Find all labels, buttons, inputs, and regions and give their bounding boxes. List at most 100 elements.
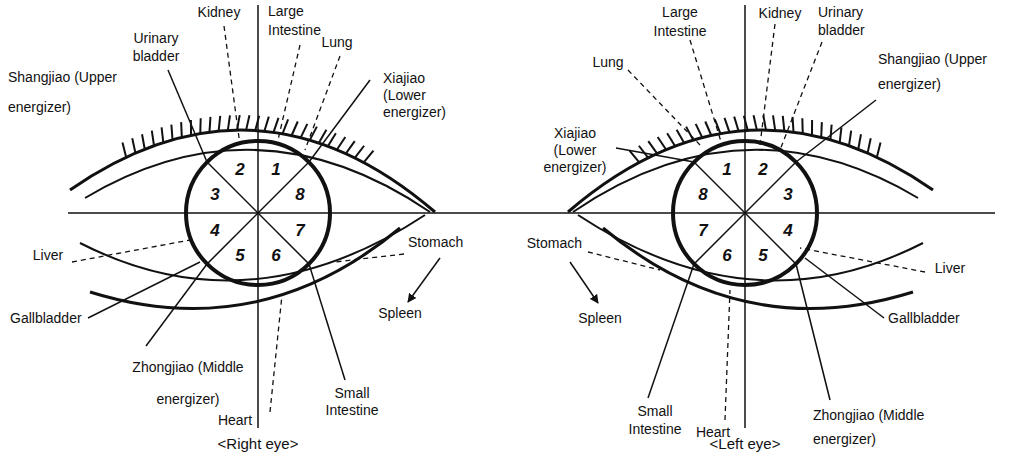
leader-line xyxy=(805,258,884,318)
eyelash xyxy=(364,151,374,163)
leader-lines xyxy=(88,70,884,400)
dashed-leader xyxy=(588,252,660,270)
sector-number: 5 xyxy=(235,247,244,265)
eyelash xyxy=(273,118,278,132)
sector-number: 4 xyxy=(210,222,219,240)
eyelash xyxy=(246,115,249,130)
iris-circle xyxy=(186,141,330,285)
eye-caption: <Left eye> xyxy=(710,435,781,452)
eyelash xyxy=(292,121,298,135)
sector-number: 7 xyxy=(295,222,304,240)
eyelash xyxy=(219,116,221,131)
dashed-leader xyxy=(628,70,700,145)
dashed-leader xyxy=(760,24,775,145)
dashed-leader xyxy=(335,254,404,262)
horizontal-axis xyxy=(68,212,995,214)
organ-label: Lung xyxy=(592,54,623,71)
sector-line xyxy=(207,162,309,264)
eyelid-crease xyxy=(85,150,430,212)
organ-label: Gallbladder xyxy=(10,310,82,327)
sector-number: 5 xyxy=(758,247,767,265)
sector-number: 2 xyxy=(235,161,244,179)
organ-label: Urinary bladder xyxy=(818,3,880,39)
organ-label: Stomach xyxy=(408,234,463,251)
sector-number: 6 xyxy=(722,247,731,265)
organ-label: Kidney xyxy=(198,4,241,21)
eye-outline xyxy=(70,115,435,308)
organ-label: Urinary bladder xyxy=(125,29,187,65)
sector-number: 8 xyxy=(698,186,707,204)
eyelash xyxy=(162,127,164,142)
dashed-leader xyxy=(725,290,730,420)
vertical-axis xyxy=(744,5,746,428)
organ-label: Kidney xyxy=(759,5,802,22)
leader-line xyxy=(309,264,345,380)
leader-line xyxy=(88,262,200,318)
organ-label: Xiajiao (Lower energizer) xyxy=(383,70,453,121)
eyelash xyxy=(199,118,201,133)
organ-label: Gallbladder xyxy=(888,310,960,327)
eyelash xyxy=(337,137,346,150)
organ-label: Shangjiao (Upper energizer) xyxy=(8,62,133,122)
organ-label: Shangjiao (Upper energizer) xyxy=(878,47,1002,97)
eye-caption: <Right eye> xyxy=(218,435,299,452)
eyelash xyxy=(171,125,172,140)
pointer-arrow xyxy=(570,262,598,303)
eyelash xyxy=(264,117,268,132)
sector-number: 2 xyxy=(758,161,767,179)
dashed-leader xyxy=(224,26,240,145)
sector-number: 6 xyxy=(271,247,280,265)
eye-outline-mirrored xyxy=(568,115,933,308)
organ-label: Liver xyxy=(935,260,965,277)
sector-number: 4 xyxy=(783,222,792,240)
dashed-leader xyxy=(72,240,190,262)
leader-line xyxy=(796,100,876,162)
organ-label: Stomach xyxy=(527,235,582,252)
organ-label: Lung xyxy=(321,34,352,51)
eyelash xyxy=(301,124,308,138)
organ-label: Heart xyxy=(218,412,252,429)
dashed-leader xyxy=(690,40,722,145)
sector-number: 1 xyxy=(722,161,731,179)
leader-line xyxy=(309,80,370,162)
leader-line xyxy=(616,148,694,162)
organ-label: Small Intestine xyxy=(620,402,690,438)
organ-label: Zhongjiao (Middle energizer) xyxy=(813,403,945,451)
sector-number: 1 xyxy=(271,161,280,179)
organ-label: Large Intestine xyxy=(645,3,715,41)
eyelash xyxy=(355,146,364,158)
leader-line xyxy=(146,264,207,346)
organ-label: Spleen xyxy=(378,305,422,322)
leader-line xyxy=(168,70,207,162)
leader-line xyxy=(648,264,694,398)
eyelash xyxy=(209,117,210,132)
eyelash xyxy=(180,122,183,137)
dashed-leaders xyxy=(72,24,925,420)
vertical-axis xyxy=(257,5,259,428)
eyelash xyxy=(132,138,135,153)
sector-number: 7 xyxy=(698,222,707,240)
eyelash xyxy=(283,119,289,133)
eyelash xyxy=(228,115,230,130)
organ-label: Small Intestine xyxy=(317,385,387,419)
dashed-leader xyxy=(800,248,925,272)
eyelash xyxy=(122,142,126,157)
organ-label: Spleen xyxy=(578,310,622,327)
dashed-leader xyxy=(270,295,282,412)
pointer-arrow xyxy=(408,258,440,302)
eyelash xyxy=(152,131,154,146)
organ-label: Xiajiao (Lower energizer) xyxy=(540,125,610,176)
sector-number: 3 xyxy=(783,186,792,204)
organ-label: Zhongjiao (Middle energizer) xyxy=(122,351,254,415)
dashed-leader xyxy=(278,45,300,140)
eyelash xyxy=(346,141,355,153)
sector-number: 3 xyxy=(210,186,219,204)
dashed-leader xyxy=(305,56,340,150)
eyelash xyxy=(142,134,145,149)
lower-eyelid-outer xyxy=(90,228,400,309)
eyelash xyxy=(255,116,259,131)
leader-line xyxy=(796,264,830,400)
sector-line xyxy=(207,162,309,264)
sector-number: 8 xyxy=(295,186,304,204)
